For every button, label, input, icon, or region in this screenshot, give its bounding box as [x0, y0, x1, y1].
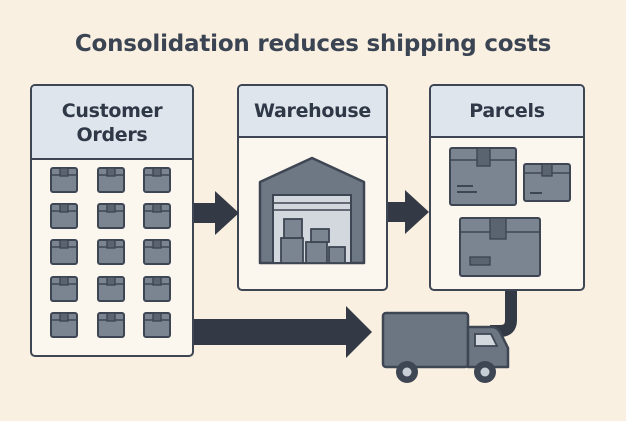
parcels-panel: Parcels: [429, 84, 585, 291]
parcels-header: Parcels: [431, 86, 583, 138]
parcels-label: Parcels: [469, 100, 545, 122]
warehouse-panel: Warehouse: [237, 84, 388, 291]
diagram-title: Consolidation reduces shipping costs: [74, 31, 552, 57]
warehouse-header: Warehouse: [239, 86, 386, 138]
customer-orders-panel: Customer Orders: [30, 84, 194, 357]
customer-orders-label: Customer Orders: [61, 100, 163, 146]
arrow-icon: [388, 190, 429, 234]
customer-orders-header: Customer Orders: [32, 86, 192, 160]
parcels-to-truck-connector: [490, 291, 517, 337]
warehouse-label: Warehouse: [254, 100, 371, 122]
arrow-icon: [194, 191, 239, 235]
arrow-icon: [194, 306, 372, 358]
truck-icon: [381, 311, 510, 383]
